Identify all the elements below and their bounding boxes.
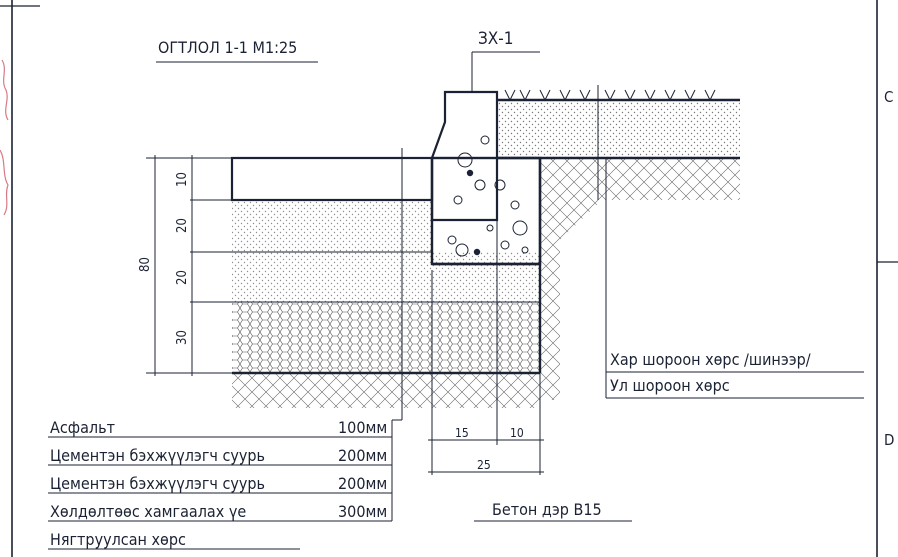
dim-layer-2: 20	[175, 218, 190, 233]
grid-label-c: C	[884, 88, 893, 106]
legend-right	[605, 158, 864, 399]
legend-right-2: Ул шороон хөрс	[610, 376, 730, 395]
pavement-layers	[190, 156, 542, 375]
compacted-soil	[232, 373, 540, 408]
legend-left-thickness-2: 200мм	[338, 446, 387, 465]
dim-curb-part-2: 10	[510, 426, 524, 440]
base-soil	[540, 158, 740, 400]
legend-left-name-1: Асфальт	[50, 418, 115, 437]
legend-left	[48, 419, 402, 550]
topsoil	[497, 89, 740, 160]
dim-layer-4: 30	[175, 330, 190, 345]
layer-cement-base-1	[232, 200, 432, 252]
layer-cement-base-2	[232, 252, 540, 302]
curb-mark: ЗХ-1	[478, 29, 514, 49]
legend-left-name-4: Хөлдөлтөөс хамгаалах үе	[50, 502, 246, 521]
stamp-mark	[0, 59, 9, 216]
curb-stone	[430, 90, 499, 222]
legend-left-thickness-1: 100мм	[338, 418, 387, 437]
legend-left-thickness-3: 200мм	[338, 474, 387, 493]
horizontal-dimensions	[428, 220, 544, 475]
legend-left-name-5: Нягтруулсан хөрс	[50, 530, 186, 549]
layer-frost-protection	[232, 302, 540, 374]
section-title: ОГТЛОЛ 1-1 М1:25	[158, 38, 297, 57]
dim-curb-total: 25	[477, 458, 491, 472]
dim-layer-3: 20	[175, 270, 190, 285]
dim-curb-part-1: 15	[455, 426, 469, 440]
curb-leader	[471, 51, 540, 92]
legend-left-name-2: Цементэн бэхжүүлэгч суурь	[50, 446, 265, 465]
concrete-label: Бетон дэр В15	[492, 500, 602, 519]
dim-total: 80	[138, 257, 153, 272]
concrete-bed	[430, 156, 542, 266]
legend-right-1: Хар шороон хөрс /шинээр/	[610, 350, 811, 369]
dim-layer-1: 10	[175, 172, 190, 187]
grid-label-d: D	[884, 431, 894, 449]
vertical-dimensions	[146, 155, 232, 376]
legend-left-name-3: Цементэн бэхжүүлэгч суурь	[50, 474, 265, 493]
legend-left-thickness-4: 300мм	[338, 502, 387, 521]
